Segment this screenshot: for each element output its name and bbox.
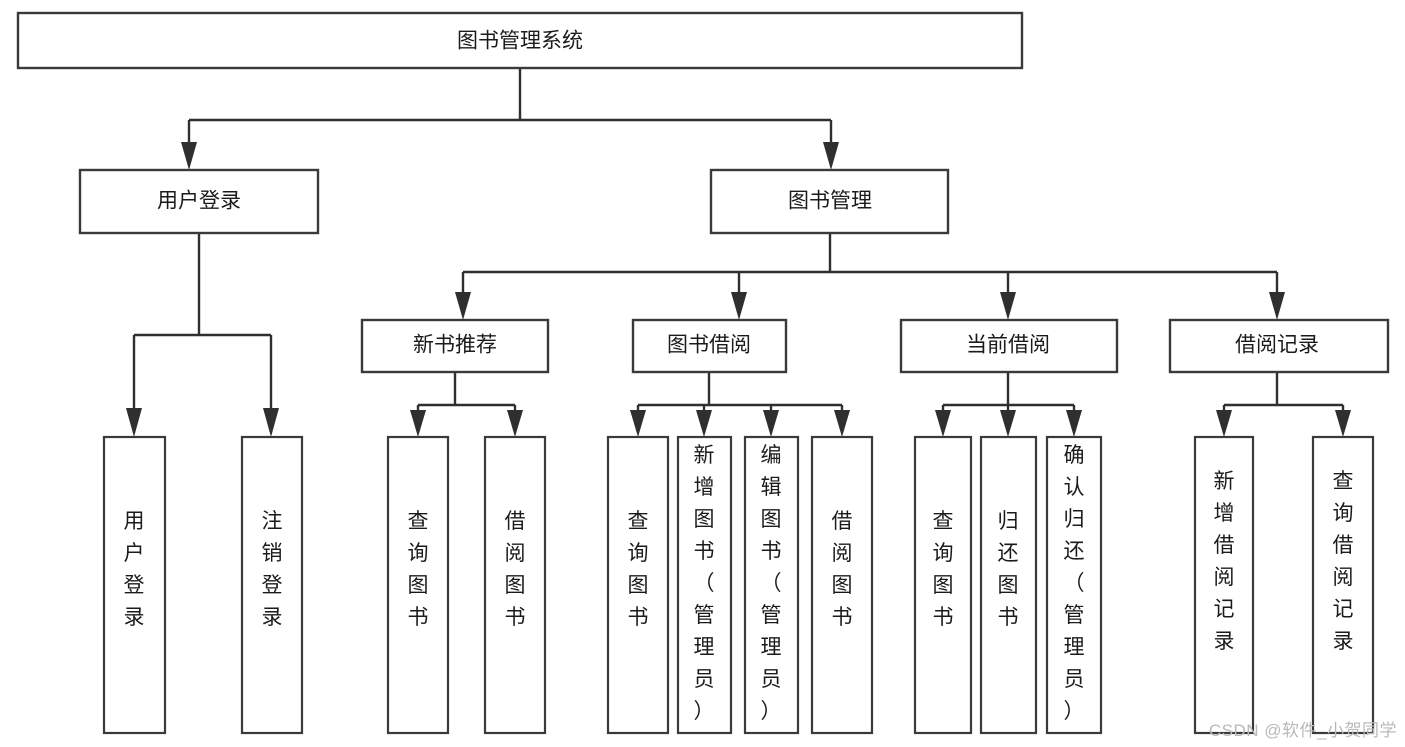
leaf-label-11: 确认归还（管理员） xyxy=(1064,444,1085,723)
connectors-root-to-level1 xyxy=(181,68,839,170)
arrow-head-leaf-7 xyxy=(763,410,779,437)
leaf-box-11[interactable] xyxy=(1045,435,1103,735)
arrow-head-leaf-4 xyxy=(507,410,523,437)
leaf-node[interactable]: 确认归还（管理员） xyxy=(1045,435,1103,735)
book-management-box[interactable] xyxy=(709,168,950,235)
node-current-borrow[interactable]: 当前借阅 xyxy=(899,318,1119,374)
leaf-node[interactable]: 查询图书 xyxy=(913,435,973,735)
connectors-borrow-to-leaves xyxy=(630,372,850,437)
leaf-box-7[interactable] xyxy=(743,435,800,735)
book-borrow-label: 图书借阅 xyxy=(667,334,751,357)
new-book-recommend-box[interactable] xyxy=(360,318,550,374)
leaf-node[interactable]: 注销登录 xyxy=(240,435,304,735)
node-user-login[interactable]: 用户登录 xyxy=(78,168,320,235)
leaf-box-4[interactable] xyxy=(483,435,547,735)
new-book-recommend-label: 新书推荐 xyxy=(413,334,497,357)
arrow-head-leaf-11 xyxy=(1066,410,1082,437)
root-label: 图书管理系统 xyxy=(457,30,583,53)
arrow-head-leaf-12 xyxy=(1216,410,1232,437)
connectors-user-login-to-leaves xyxy=(126,233,279,437)
leaf-node[interactable]: 查询图书 xyxy=(386,435,450,735)
leaf-node[interactable]: 新增图书（管理员） xyxy=(676,435,733,735)
arrow-head-current xyxy=(1000,292,1016,320)
leaf-box-9[interactable] xyxy=(913,435,973,735)
user-login-box[interactable] xyxy=(78,168,320,235)
leaf-node[interactable]: 用户登录 xyxy=(102,435,167,735)
leaf-label-13: 查询借阅记录 xyxy=(1333,470,1354,653)
node-book-borrow[interactable]: 图书借阅 xyxy=(631,318,788,374)
node-new-book-recommend[interactable]: 新书推荐 xyxy=(360,318,550,374)
leaf-box-10[interactable] xyxy=(979,435,1038,735)
leaf-label-12: 新增借阅记录 xyxy=(1214,470,1235,653)
leaf-node[interactable]: 新增借阅记录 xyxy=(1193,435,1255,735)
borrow-records-label: 借阅记录 xyxy=(1235,334,1319,357)
arrow-head-leaf-9 xyxy=(935,410,951,437)
arrow-head-leaf-2 xyxy=(263,408,279,437)
leaf-node[interactable]: 查询借阅记录 xyxy=(1311,435,1375,735)
book-borrow-box[interactable] xyxy=(631,318,788,374)
arrow-head-leaf-10 xyxy=(1000,410,1016,437)
node-root-book-management-system[interactable]: 图书管理系统 xyxy=(16,11,1024,70)
leaf-box-5[interactable] xyxy=(606,435,670,735)
node-borrow-records[interactable]: 借阅记录 xyxy=(1168,318,1390,374)
node-book-management[interactable]: 图书管理 xyxy=(709,168,950,235)
leaf-node[interactable]: 查询图书 xyxy=(606,435,670,735)
leaf-label-6: 新增图书（管理员） xyxy=(694,444,715,723)
arrow-head-leaf-3 xyxy=(410,410,426,437)
arrow-head-leaf-6 xyxy=(696,410,712,437)
user-login-label: 用户登录 xyxy=(157,190,241,213)
borrow-records-box[interactable] xyxy=(1168,318,1390,374)
leaf-label-3: 查询图书 xyxy=(408,510,429,629)
leaf-label-2: 注销登录 xyxy=(262,510,283,629)
leaf-box-13[interactable] xyxy=(1311,435,1375,735)
leaf-box-1[interactable] xyxy=(102,435,167,735)
connectors-current-to-leaves xyxy=(935,372,1082,437)
arrow-head-borrow xyxy=(731,292,747,320)
leaf-label-7: 编辑图书（管理员） xyxy=(761,444,782,723)
leaf-label-8: 借阅图书 xyxy=(832,510,853,629)
leaf-box-3[interactable] xyxy=(386,435,450,735)
arrow-head-user-login xyxy=(181,142,197,170)
book-management-label: 图书管理 xyxy=(788,190,872,213)
arrow-head-book-mgmt xyxy=(823,142,839,170)
leaf-label-10: 归还图书 xyxy=(998,510,1019,629)
leaf-label-4: 借阅图书 xyxy=(505,510,526,629)
leaf-node[interactable]: 编辑图书（管理员） xyxy=(743,435,800,735)
root-box[interactable] xyxy=(16,11,1024,70)
connectors-records-to-leaves xyxy=(1216,372,1351,437)
arrow-head-leaf-1 xyxy=(126,408,142,437)
leaf-label-9: 查询图书 xyxy=(933,510,954,629)
connectors-new-books-to-leaves xyxy=(410,372,523,437)
connectors-book-mgmt-to-level2 xyxy=(455,233,1285,320)
arrow-head-records xyxy=(1269,292,1285,320)
leaf-label-1: 用户登录 xyxy=(124,510,145,629)
leaf-node[interactable]: 借阅图书 xyxy=(483,435,547,735)
leaf-box-8[interactable] xyxy=(810,435,874,735)
current-borrow-label: 当前借阅 xyxy=(966,334,1050,357)
leaf-box-6[interactable] xyxy=(676,435,733,735)
leaf-label-5: 查询图书 xyxy=(628,510,649,629)
leaf-node[interactable]: 归还图书 xyxy=(979,435,1038,735)
arrow-head-new-books xyxy=(455,292,471,320)
leaf-box-2[interactable] xyxy=(240,435,304,735)
arrow-head-leaf-13 xyxy=(1335,410,1351,437)
leaf-node[interactable]: 借阅图书 xyxy=(810,435,874,735)
arrow-head-leaf-8 xyxy=(834,410,850,437)
leaf-box-12[interactable] xyxy=(1193,435,1255,735)
arrow-head-leaf-5 xyxy=(630,410,646,437)
csdn-watermark: CSDN @软件_小贺同学 xyxy=(1208,721,1397,740)
current-borrow-box[interactable] xyxy=(899,318,1119,374)
